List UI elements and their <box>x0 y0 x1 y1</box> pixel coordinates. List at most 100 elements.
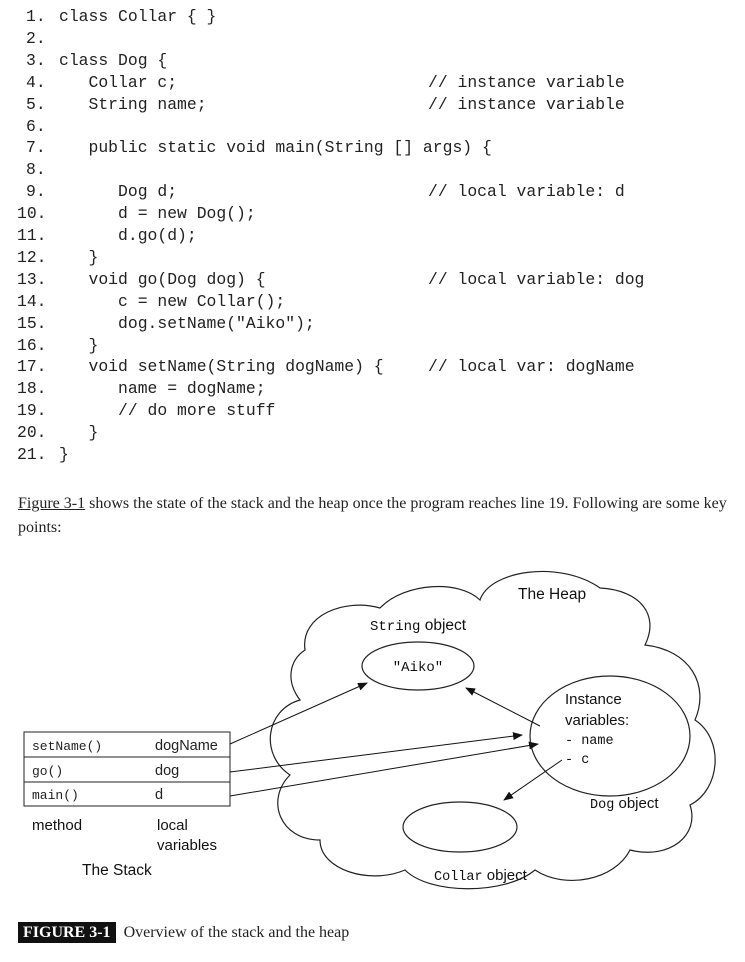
dog-object-ellipse <box>529 675 691 797</box>
collar-suffix: object <box>483 867 528 884</box>
code-text: name = dogName; <box>59 379 266 399</box>
code-text: public static void main(String [] args) … <box>59 138 492 158</box>
line-number: 17. <box>17 357 47 377</box>
dog-object-label: Dog object <box>590 795 659 813</box>
paragraph-text: shows the state of the stack and the hea… <box>18 495 727 536</box>
code-line: 12. } <box>0 248 745 270</box>
code-line: 2. <box>0 29 745 51</box>
code-line: 18. name = dogName; <box>0 379 745 401</box>
line-number: 7. <box>26 138 46 158</box>
line-number: 2. <box>26 28 46 48</box>
code-text: class Collar { } <box>59 7 217 26</box>
code-line: 7. public static void main(String [] arg… <box>0 138 745 160</box>
string-object-label: String object <box>370 617 467 635</box>
stack-heap-figure: The Heap String object "Aiko" Instance v… <box>0 560 745 900</box>
code-text: } <box>59 423 99 443</box>
stack-method-setname: setName() <box>32 739 102 754</box>
code-text: String name; <box>59 94 207 114</box>
code-line: 4. Collar c; // instance variable <box>0 73 745 95</box>
line-number: 20. <box>17 423 47 443</box>
arrow-d-to-dogobj <box>229 741 539 797</box>
stack-method-main: main() <box>32 788 79 803</box>
code-line: 10. d = new Dog(); <box>0 204 745 226</box>
stack-var-d: d <box>155 787 163 803</box>
code-line: 19. // do more stuff <box>0 401 745 423</box>
code-line: 17. void setName(String dogName) { // loc… <box>0 357 745 379</box>
stack-method-go: go() <box>32 764 63 779</box>
code-line: 13. void go(Dog dog) { // local variable:… <box>0 270 745 292</box>
code-line: 11. d.go(d); <box>0 226 745 248</box>
line-number: 10. <box>17 204 47 224</box>
code-comment: // local var: dogName <box>428 357 635 377</box>
code-line: 15. dog.setName("Aiko"); <box>0 314 745 336</box>
figure-label: FIGURE 3-1 <box>18 922 116 943</box>
string-suffix: object <box>420 617 466 634</box>
line-number: 11. <box>17 226 47 245</box>
code-text: c = new Collar(); <box>59 291 286 311</box>
line-number: 1. <box>26 7 46 26</box>
code-text: // do more stuff <box>59 401 276 421</box>
line-number: 4. <box>26 72 46 92</box>
line-number: 15. <box>17 313 47 333</box>
line-number: 12. <box>17 247 47 267</box>
line-number: 8. <box>26 160 46 180</box>
code-text: } <box>59 247 99 267</box>
variables-label: variables: <box>565 712 629 729</box>
code-text: d = new Dog(); <box>59 204 256 224</box>
code-text: dog.setName("Aiko"); <box>59 313 315 333</box>
code-comment: // local variable: dog <box>428 269 645 289</box>
code-text: } <box>59 445 69 464</box>
code-line: 14. c = new Collar(); <box>0 292 745 314</box>
line-number: 9. <box>26 182 46 202</box>
code-text: class Dog { <box>59 50 168 70</box>
code-text: void go(Dog dog) { <box>59 269 266 289</box>
code-text: void setName(String dogName) { <box>59 357 384 377</box>
stack-var-dogname: dogName <box>155 738 218 754</box>
code-text: Collar c; <box>59 72 178 92</box>
line-number: 19. <box>17 401 47 421</box>
line-number: 13. <box>17 269 47 289</box>
line-number: 16. <box>17 335 47 355</box>
code-line: 20. } <box>0 423 745 445</box>
figure-link[interactable]: Figure 3-1 <box>18 495 86 512</box>
arrow-dogName-to-string <box>229 682 368 745</box>
code-line: 3.class Dog { <box>0 51 745 73</box>
string-object-ellipse <box>361 641 475 691</box>
string-type: String <box>370 619 420 635</box>
code-comment: // instance variable <box>428 72 625 92</box>
arrow-c-to-collar <box>503 759 563 801</box>
stack-var-dog: dog <box>155 763 179 779</box>
code-comment: // instance variable <box>428 94 625 114</box>
dog-suffix: object <box>614 795 659 812</box>
code-text: Dog d; <box>59 182 178 202</box>
stack-title: The Stack <box>82 862 152 879</box>
code-line: 21.} <box>0 445 745 467</box>
arrow-name-to-string <box>465 687 541 727</box>
line-number: 21. <box>17 445 47 464</box>
code-line: 9. Dog d; // local variable: d <box>0 182 745 204</box>
code-line: 6. <box>0 117 745 139</box>
variables-column-label: variables <box>157 837 217 854</box>
line-number: 18. <box>17 379 47 399</box>
body-paragraph: Figure 3-1 shows the state of the stack … <box>18 492 728 540</box>
code-line: 8. <box>0 160 745 182</box>
figure-diagram: The Heap String object "Aiko" Instance v… <box>23 570 716 890</box>
code-text: } <box>59 335 99 355</box>
dog-type: Dog <box>590 798 614 813</box>
stack-table <box>23 731 231 807</box>
collar-object-label: Collar object <box>434 867 528 885</box>
line-number: 6. <box>26 116 46 136</box>
line-number: 14. <box>17 291 47 311</box>
code-line: 16. } <box>0 336 745 358</box>
method-column-label: method <box>32 817 82 834</box>
instance-label: Instance <box>565 691 622 708</box>
line-number: 5. <box>26 94 46 114</box>
collar-type: Collar <box>434 870 483 885</box>
code-line: 1. class Collar { } <box>0 7 745 29</box>
instance-var-c: - c <box>565 753 589 768</box>
local-column-label: local <box>157 817 188 834</box>
code-comment: // local variable: d <box>428 182 625 202</box>
collar-object-ellipse <box>402 801 518 853</box>
instance-var-name: - name <box>565 734 614 749</box>
arrow-dog-to-dogobj <box>229 732 523 773</box>
